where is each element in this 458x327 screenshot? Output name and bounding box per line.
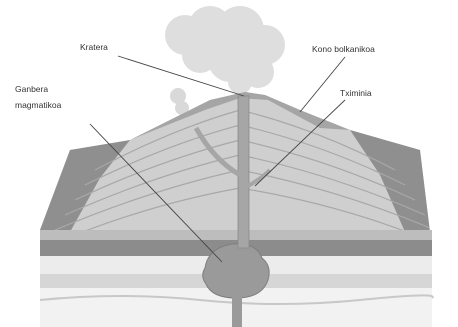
ground-band-top: [40, 230, 432, 240]
magma-feeder: [232, 296, 242, 327]
chimney-label: Tximinia: [340, 88, 372, 98]
crater-label: Kratera: [80, 42, 108, 52]
cone-label: Kono bolkanikoa: [312, 44, 375, 54]
magma-chamber-label-line1: Ganbera: [15, 84, 48, 94]
smoke-plume: [165, 6, 285, 94]
magma-chamber-label-line2: magmatikoa: [15, 100, 62, 110]
cone-leader: [300, 57, 345, 112]
